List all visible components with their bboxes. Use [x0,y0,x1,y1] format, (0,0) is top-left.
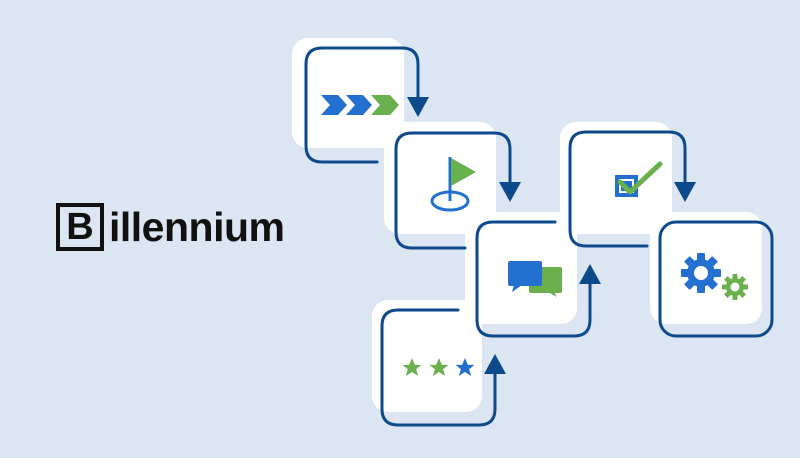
gears-icon [681,253,748,300]
card-3-outline [475,220,592,338]
arrow-up-icon [579,264,601,284]
arrow-down-icon [674,182,696,202]
card-1-outline [304,46,420,164]
card-4-fill [372,300,482,412]
three-stars-rating-icon [402,358,475,376]
billennium-logo: B illennium [56,203,285,251]
logo-wordmark: illennium [109,203,285,250]
card-4-outline [380,308,497,427]
arrow-down-icon [407,97,429,117]
logo-initial-box: B [56,203,104,251]
checkbox-check-icon [615,161,663,197]
card-2-outline [394,131,512,250]
chat-bubbles-icon [508,261,562,297]
arrow-up-icon [484,354,506,374]
card-1-fill [292,38,404,148]
arrow-down-icon [499,182,521,202]
chevrons-progress-icon [321,95,399,115]
card-6-outline [658,220,774,338]
goal-flag-icon [430,157,476,212]
card-2-fill [384,122,496,234]
card-5-outline [568,130,687,248]
